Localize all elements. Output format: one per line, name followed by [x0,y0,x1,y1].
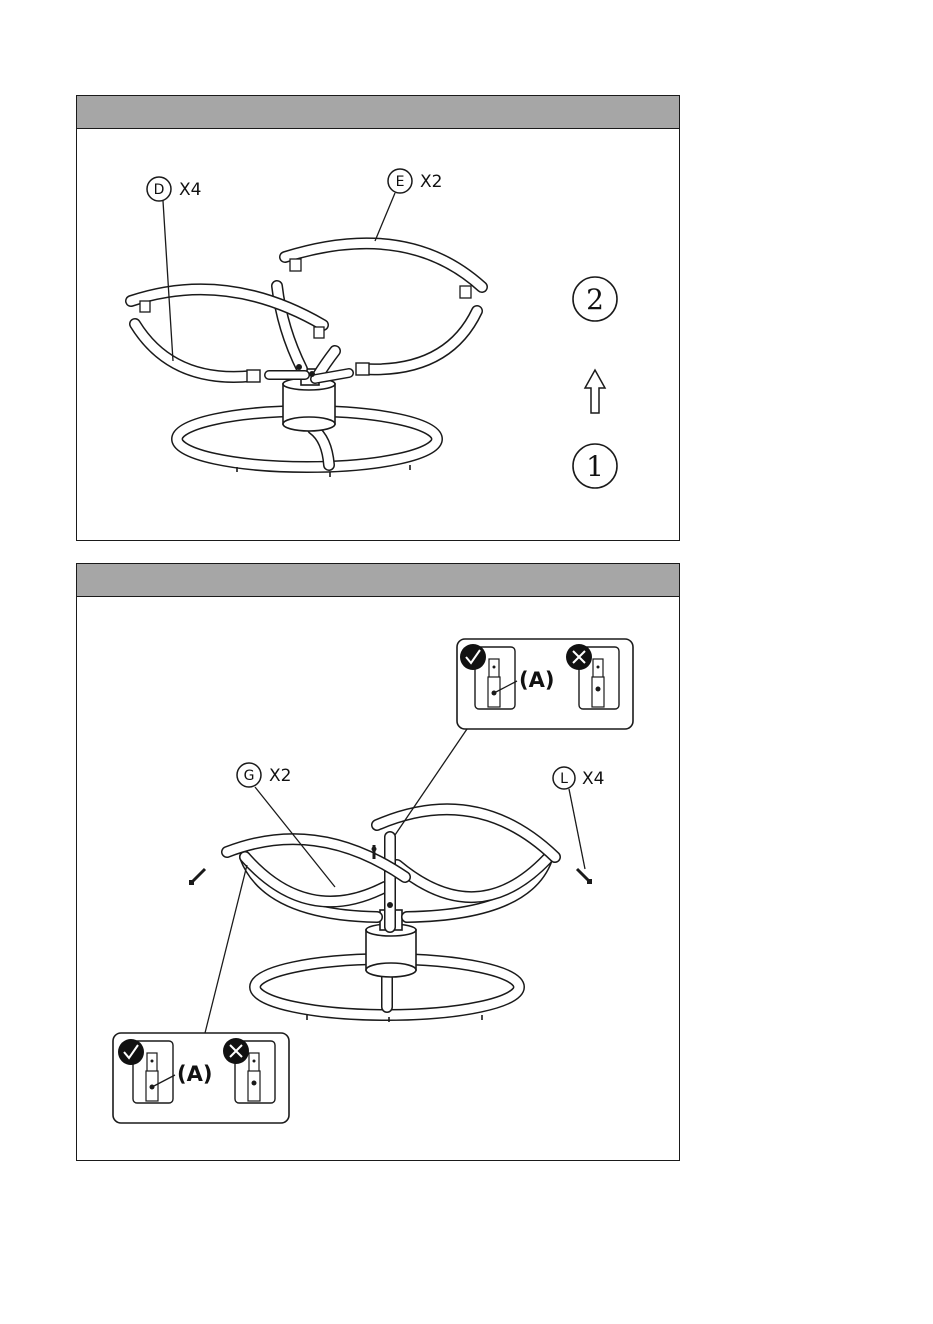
part-e-bar-back [285,243,482,298]
check-icon [118,1039,144,1065]
check-icon [460,644,486,670]
part-l-quantity: X4 [582,769,604,789]
part-g-letter: G [244,768,255,784]
part-e-letter: E [396,174,405,190]
bolt-left [189,869,205,885]
assembled-frame [227,809,555,927]
assembly-step-panel-1: D X4 E X2 2 1 [76,95,680,541]
bolt-right [577,869,592,884]
part-d-tube-right [356,311,477,375]
step-header-bar [77,564,679,597]
part-e-bar-left [131,289,324,338]
arrow-up-icon [585,370,605,413]
step2-illustration: G X2 L X4 (A) [77,597,679,1159]
part-d-tube-left [135,324,260,382]
assembly-step-panel-2: G X2 L X4 (A) [76,563,680,1161]
step1-illustration: D X4 E X2 2 1 [77,129,679,539]
order-number-bottom: 1 [586,450,604,483]
part-d-quantity: X4 [179,180,201,200]
part-e-quantity: X2 [420,172,442,192]
part-g-quantity: X2 [269,766,291,786]
detail-label-a: (A) [177,1062,212,1086]
part-d-letter: D [154,182,165,198]
part-e-callout: E X2 [375,169,442,241]
part-l-callout: L X4 [553,767,604,869]
detail-label-a: (A) [519,668,554,692]
step-header-bar [77,96,679,129]
order-indicator: 2 1 [573,277,617,488]
part-d-callout: D X4 [147,177,201,361]
part-l-letter: L [560,771,568,787]
order-number-top: 2 [586,283,604,316]
